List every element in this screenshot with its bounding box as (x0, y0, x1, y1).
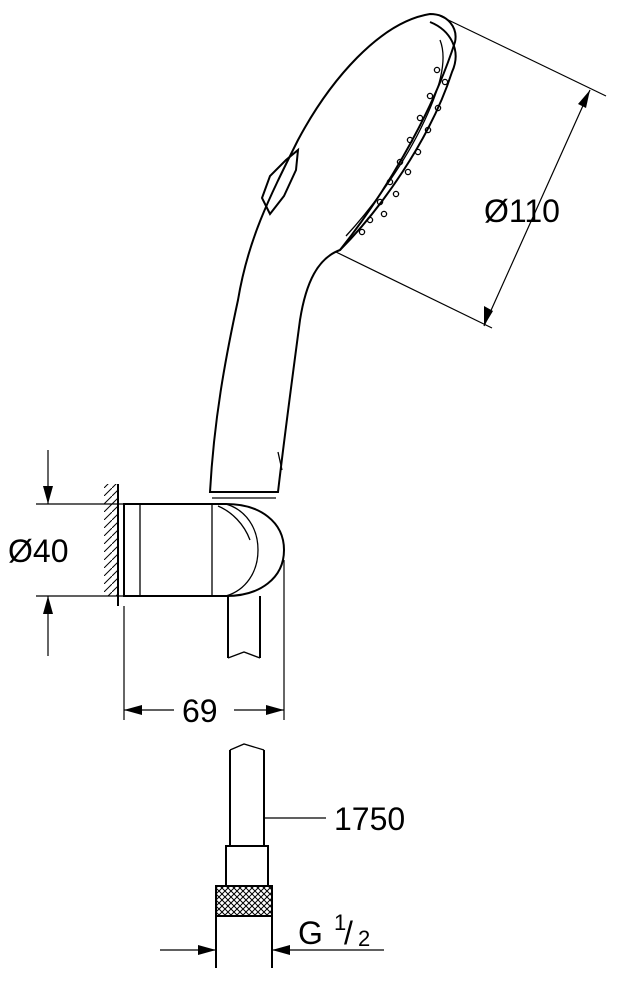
spray-face (339, 21, 457, 251)
thread-slash: / (344, 915, 353, 951)
hose-section (215, 743, 273, 968)
dimension-holder-projection: 69 (123, 560, 285, 729)
dimension-holder-diameter: Ø40 (8, 450, 124, 656)
selector-button (260, 147, 300, 216)
spray-face-inner (345, 39, 444, 237)
wall-hatch (104, 484, 118, 596)
handle-detail (277, 451, 283, 471)
thread-denominator: 2 (358, 926, 370, 951)
knurled-nut (215, 885, 273, 917)
dimension-thread: G 1 / 2 (160, 910, 384, 955)
hose-length-label: 1750 (334, 801, 405, 837)
head-diameter-label: Ø110 (484, 193, 560, 229)
dimension-head-diameter: Ø110 (335, 15, 607, 329)
hand-shower (208, 12, 457, 499)
wall-holder (104, 484, 286, 659)
spray-nozzles (358, 66, 449, 236)
holder-diameter-label: Ø40 (8, 533, 68, 569)
holder-body (123, 503, 286, 597)
thread-base-label: G (298, 915, 323, 951)
holder-projection-label: 69 (182, 693, 218, 729)
thread-numerator: 1 (334, 910, 346, 935)
dimension-hose-length: 1750 (264, 801, 405, 837)
hose-ferrule (225, 845, 269, 887)
shower-outline (208, 12, 457, 493)
